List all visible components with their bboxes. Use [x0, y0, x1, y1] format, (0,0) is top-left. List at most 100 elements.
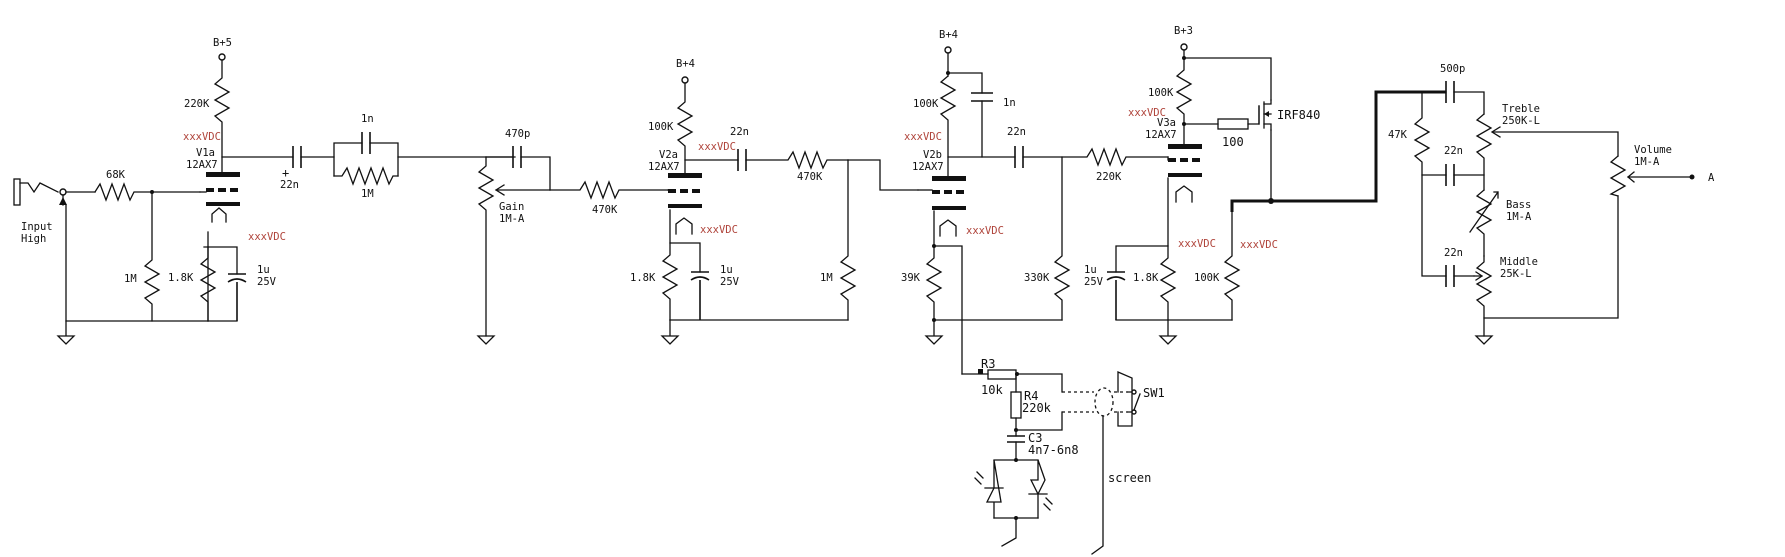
resistor-330k — [1053, 156, 1071, 321]
label-22n-m: 22n — [1444, 247, 1463, 259]
resistor-100k-v3a — [1175, 57, 1193, 145]
cap-1n-a — [361, 132, 371, 154]
label-22n-t: 22n — [1444, 145, 1463, 157]
label-v1a-name: V1a — [196, 147, 215, 159]
resistor-470k-b — [745, 150, 849, 170]
label-vdc-src: xxxVDC — [1240, 239, 1278, 251]
pot-volume — [1609, 155, 1627, 197]
label-treble-name: Treble — [1502, 103, 1540, 115]
label-b4b: B+4 — [939, 29, 958, 41]
label-1k8-b: 1.8K — [630, 272, 656, 284]
label-c3-name: C3 — [1028, 431, 1042, 445]
label-68k: 68K — [106, 169, 126, 181]
label-v2a-name: V2a — [659, 149, 678, 161]
label-100k-v2b: 100K — [913, 98, 939, 110]
label-treble-val: 250K-L — [1502, 115, 1540, 127]
resistor-470k-a — [549, 180, 671, 200]
ground-symbol-1 — [56, 320, 76, 345]
label-sw1: SW1 — [1143, 386, 1165, 400]
resistor-100 — [1217, 118, 1249, 130]
label-v2b-name: V2b — [923, 149, 942, 161]
label-100k-src: 100K — [1194, 272, 1220, 284]
label-vdc-v2b-cath: xxxVDC — [966, 225, 1004, 237]
ground-symbol-2 — [660, 319, 680, 345]
label-1k8-c: 1.8K — [1133, 272, 1159, 284]
label-vdc-v2a-cath: xxxVDC — [700, 224, 738, 236]
tube-v3a — [1168, 144, 1202, 203]
label-25v-c: 25V — [1084, 276, 1104, 288]
label-volume-name: Volume — [1634, 144, 1672, 156]
label-1m-b: 1M — [820, 272, 833, 284]
label-b3: B+3 — [1174, 25, 1193, 37]
cap-22n-t — [1445, 164, 1455, 186]
label-1k8-a: 1.8K — [168, 272, 194, 284]
cap-22n-b — [737, 149, 747, 171]
label-middle-val: 25K-L — [1500, 268, 1532, 280]
led-right — [1028, 459, 1048, 519]
shield-ellipse — [1094, 387, 1114, 417]
label-100: 100 — [1222, 135, 1244, 149]
label-bass-val: 1M-A — [1506, 211, 1532, 223]
b4a-terminal — [681, 76, 689, 84]
b3-terminal — [1180, 43, 1188, 51]
input-label-2: High — [21, 233, 46, 245]
resistor-1k8-c — [1159, 245, 1177, 321]
label-vdc-v2b-plate: xxxVDC — [904, 131, 942, 143]
pot-middle — [1475, 255, 1493, 337]
cap-22n-a — [292, 146, 302, 168]
label-volume-val: 1M-A — [1634, 156, 1660, 168]
label-100k-v2a: 100K — [648, 121, 674, 133]
label-gain-name: Gain — [499, 201, 524, 213]
label-470k-a: 470K — [592, 204, 618, 216]
label-22n-a: 22n — [280, 179, 299, 191]
label-gain-val: 1M-A — [499, 213, 525, 225]
pot-treble — [1475, 113, 1493, 191]
label-vdc-v1a-cath: xxxVDC — [248, 231, 286, 243]
label-39k: 39K — [901, 272, 921, 284]
label-220k-v1: 220K — [184, 98, 210, 110]
resistor-220k-b — [1022, 147, 1169, 167]
label-vdc-v3a-cath: xxxVDC — [1178, 238, 1216, 250]
resistor-39k — [925, 245, 943, 321]
label-r3-val: 10k — [981, 383, 1003, 397]
mosfet-irf840 — [1258, 99, 1272, 131]
b5-terminal — [218, 53, 226, 61]
led-left — [984, 459, 1004, 519]
ground-symbol-3 — [924, 319, 944, 345]
resistor-100k-v2b — [939, 75, 957, 177]
label-out-a: A — [1708, 172, 1715, 184]
label-v1a-type: 12AX7 — [186, 159, 218, 171]
switch-sw1 — [1117, 371, 1141, 427]
label-470p: 470p — [505, 128, 530, 140]
label-r4-name: R4 — [1024, 389, 1038, 403]
label-1u-c: 1u — [1084, 264, 1097, 276]
resistor-r3 — [987, 369, 1017, 380]
label-b5: B+5 — [213, 37, 232, 49]
label-v3a-name: V3a — [1157, 117, 1176, 129]
label-22n-c: 22n — [1007, 126, 1026, 138]
tube-v1a — [206, 172, 240, 223]
label-v2a-type: 12AX7 — [648, 161, 680, 173]
plus-mark: + — [282, 166, 289, 180]
screen-wire — [1091, 415, 1104, 555]
cap-c3 — [1007, 435, 1025, 443]
input-label-1: Input — [21, 221, 53, 233]
pot-bass — [1475, 189, 1493, 257]
label-irf840: IRF840 — [1277, 108, 1320, 122]
label-r3-name: R3 — [981, 357, 995, 371]
input-jack — [13, 178, 67, 206]
cap-1u-b — [690, 271, 710, 320]
cap-22n-m — [1445, 265, 1455, 287]
pot-gain — [477, 156, 495, 337]
label-vdc-v1a-plate: xxxVDC — [183, 131, 221, 143]
label-b4a: B+4 — [676, 58, 695, 70]
label-22n-b: 22n — [730, 126, 749, 138]
resistor-1m-a — [333, 166, 399, 186]
label-bass-name: Bass — [1506, 199, 1531, 211]
resistor-68k — [94, 182, 201, 202]
resistor-100k-src — [1223, 200, 1241, 321]
cap-1u-c — [1106, 271, 1126, 320]
resistor-1m-grid — [143, 191, 161, 322]
label-r4-val: 220k — [1022, 401, 1052, 415]
